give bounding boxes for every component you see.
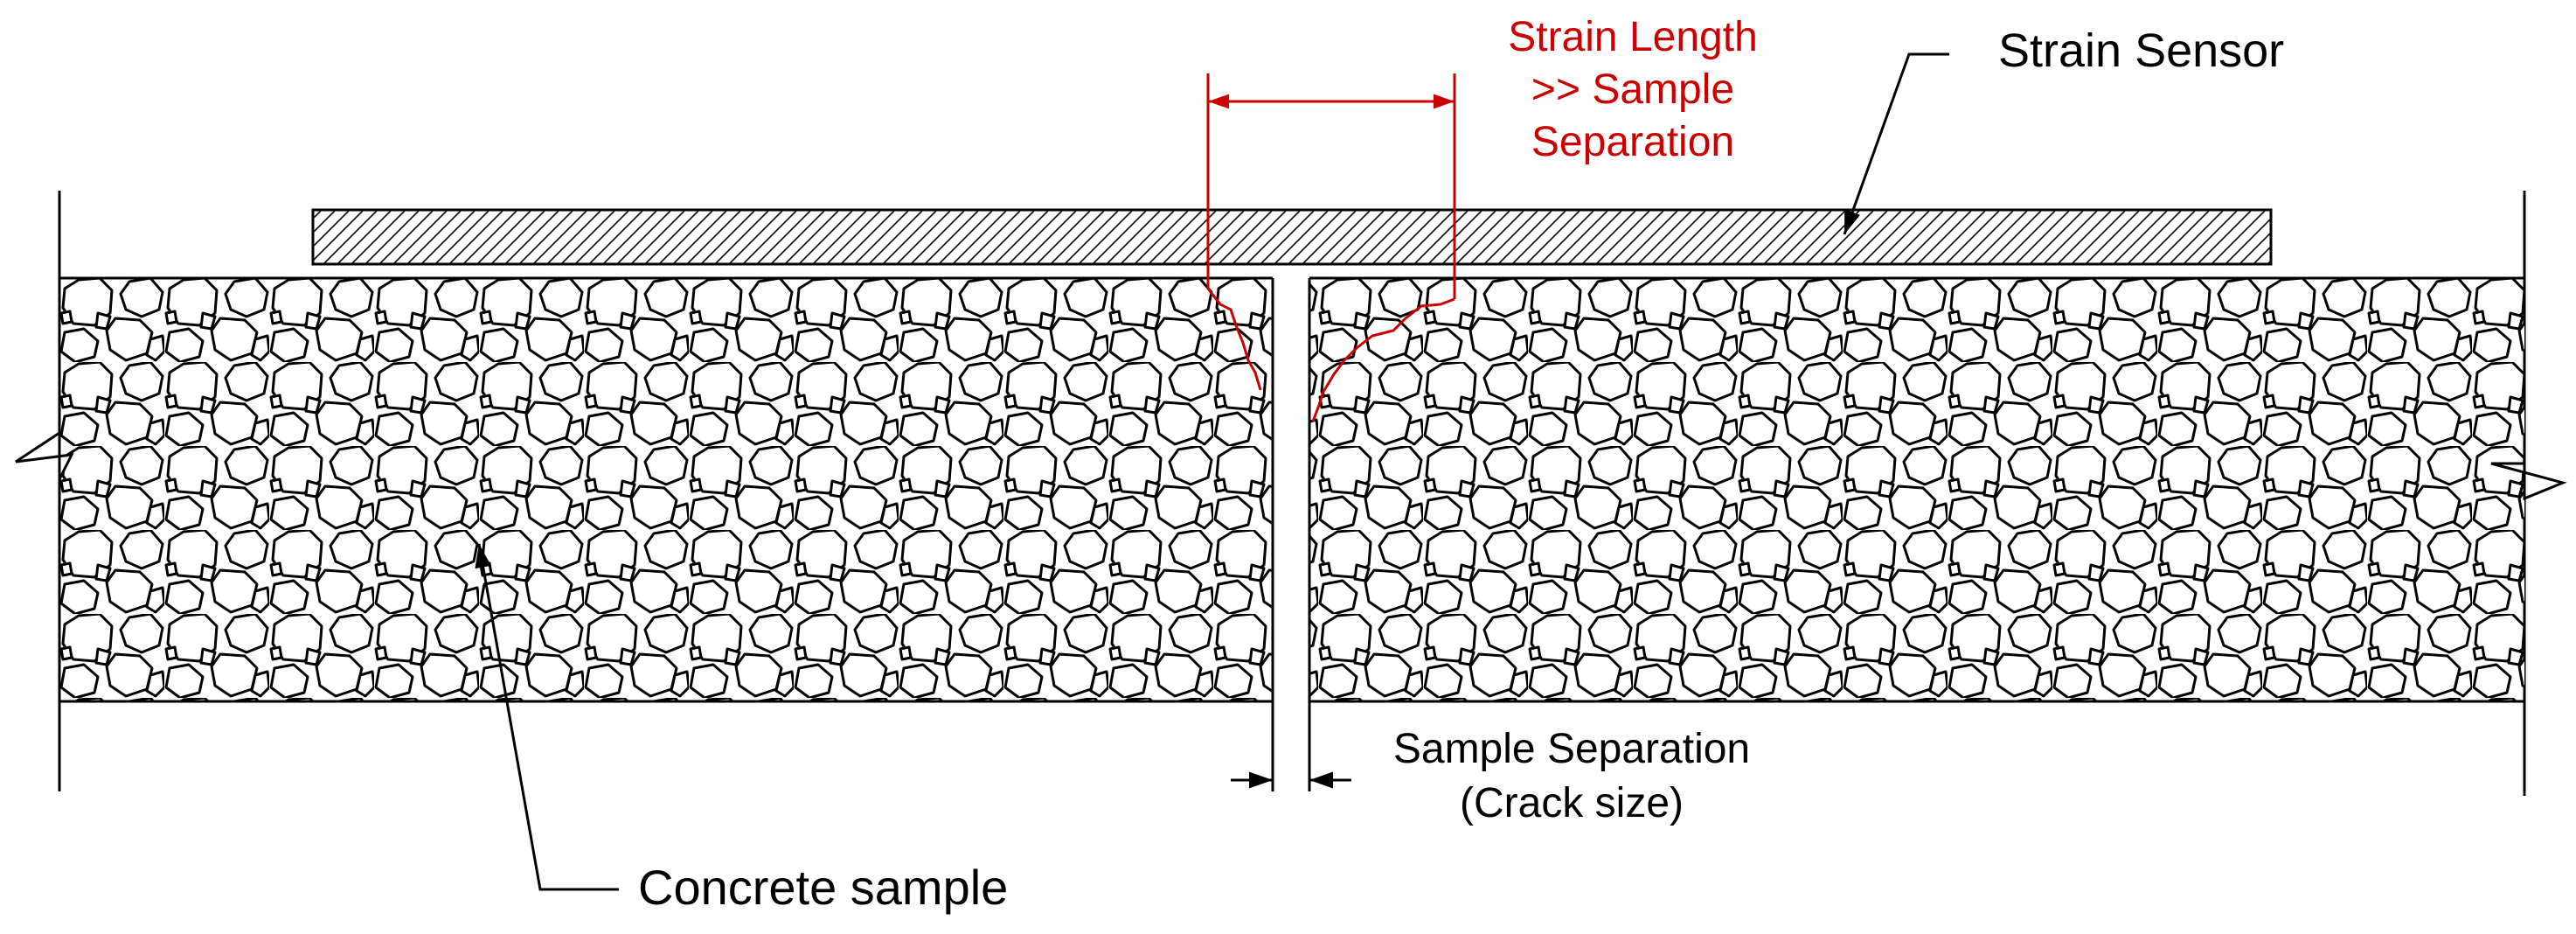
concrete-block-right [1308,276,2524,791]
break-symbol-left [15,430,74,480]
concrete-sample-label: Concrete sample [638,860,1008,915]
strain-length-label-line-2: >> Sample [1531,66,1734,113]
break-symbol-right [2490,462,2567,501]
strain-sensor-label: Strain Sensor [1998,24,2284,77]
strain-length-label-line-1: Strain Length [1508,14,1758,60]
strain-sensor-leader [1843,52,1949,235]
concrete-block-left [59,276,1274,791]
sample-separation-label-line-2: (Crack size) [1460,780,1684,826]
strain-sensor-bar [311,208,2273,266]
sample-separation-label-line-1: Sample Separation [1393,726,1750,772]
strain-length-label-line-3: Separation [1531,119,1734,165]
concrete-sample-leader [475,543,619,891]
strain-length-dimension [1206,73,1456,422]
